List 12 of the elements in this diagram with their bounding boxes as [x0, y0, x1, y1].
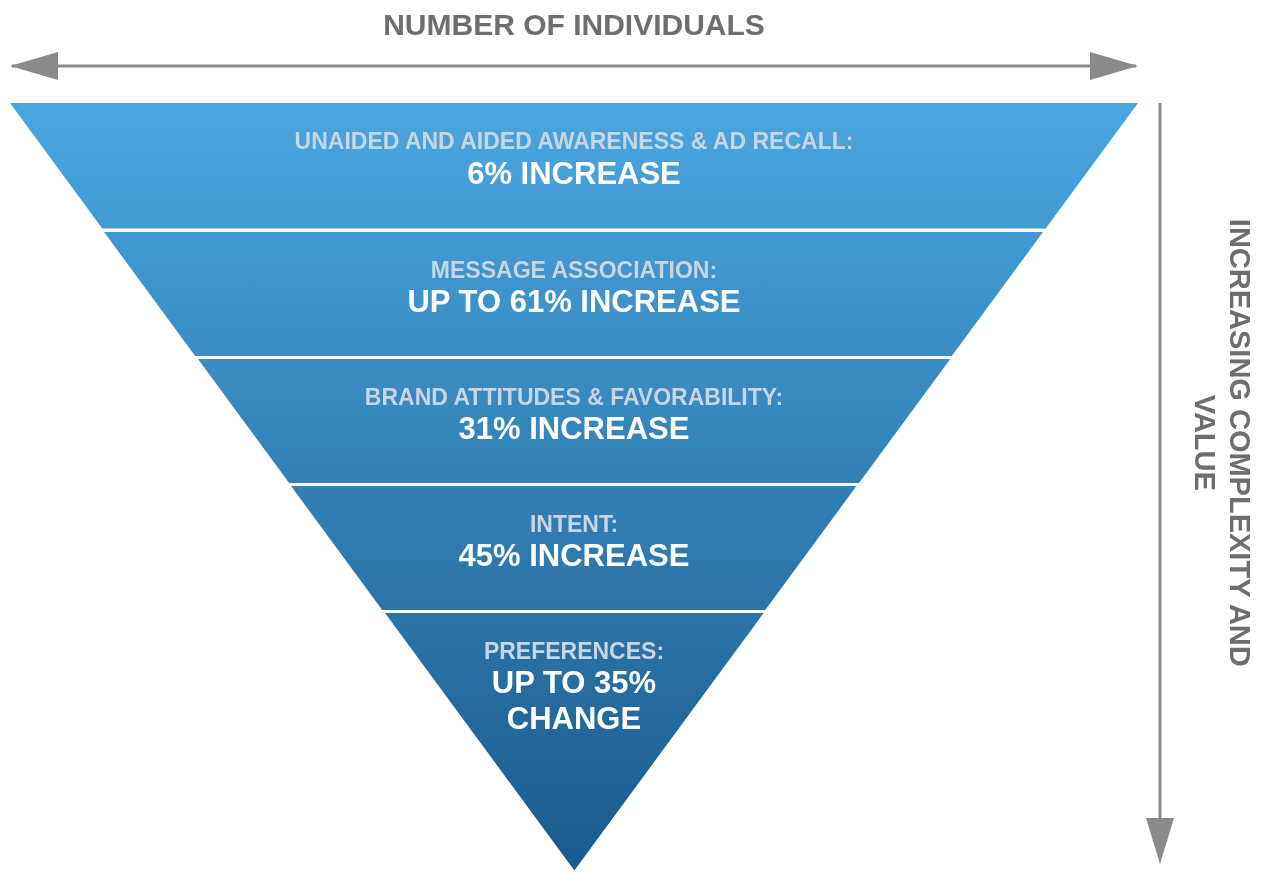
band-heading: MESSAGE ASSOCIATION:: [430, 255, 718, 285]
band-value: UP TO 61% INCREASE: [407, 284, 741, 320]
band-heading: PREFERENCES:: [483, 636, 665, 666]
band-heading: INTENT:: [529, 509, 619, 539]
band-value: 6% INCREASE: [467, 155, 681, 192]
axis-label: NUMBER OF INDIVIDUALS: [382, 8, 766, 42]
band-value: 31% INCREASE: [458, 411, 690, 447]
band-value: UP TO 35% CHANGE: [490, 665, 658, 737]
axis-label: INCREASING COMPLEXITY AND VALUE: [1188, 217, 1257, 669]
band-value: 45% INCREASE: [458, 538, 690, 574]
band-heading: UNAIDED AND AIDED AWARENESS & AD RECALL:: [294, 127, 854, 156]
band-heading: BRAND ATTITUDES & FAVORABILITY:: [364, 382, 784, 412]
